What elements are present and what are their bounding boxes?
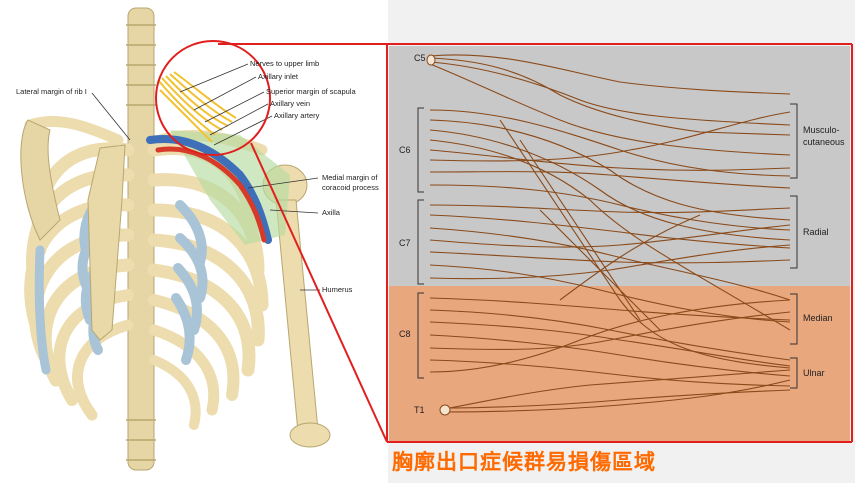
root-label-c8: C8 [399, 329, 411, 339]
root-label-t1: T1 [414, 405, 425, 415]
leader-lines [91, 63, 320, 291]
label-axilla: Axilla [322, 208, 340, 217]
vessels [146, 135, 272, 244]
nerve-label-musculocutaneous-2: cutaneous [803, 137, 845, 147]
root-brackets [417, 103, 798, 389]
nerve-label-ulnar: Ulnar [803, 368, 825, 378]
nerve-fibers [429, 54, 791, 413]
brachial-plexus-diagram [389, 46, 850, 441]
label-medial-margin-line2: coracoid process [322, 183, 379, 192]
label-axillary-vein: Axillary vein [270, 99, 311, 108]
label-lateral-margin-rib: Lateral margin of rib I [16, 87, 87, 96]
nerve-label-median: Median [803, 313, 833, 323]
thorax-illustration [20, 7, 331, 471]
nerve-label-musculocutaneous-1: Musculo- [803, 125, 840, 135]
lower-trunk-highlight [389, 286, 850, 441]
left-shoulder-scapula [20, 119, 61, 241]
label-superior-margin-scapula: Superior margin of scapula [266, 87, 356, 96]
nerve-label-radial: Radial [803, 227, 829, 237]
label-axillary-inlet: Axillary inlet [258, 72, 299, 81]
label-medial-margin-line1: Medial margin of [322, 173, 378, 182]
root-stubs [426, 54, 451, 416]
caption-thoracic-outlet: 胸廓出口症候群易損傷區域 [392, 450, 656, 474]
root-label-c6: C6 [399, 145, 411, 155]
root-label-c5: C5 [414, 53, 426, 63]
label-nerves-upper-limb: Nerves to upper limb [250, 59, 320, 68]
nerve-bundle [157, 71, 237, 143]
root-label-c7: C7 [399, 238, 411, 248]
label-axillary-artery: Axillary artery [274, 111, 320, 120]
label-humerus: Humerus [322, 285, 353, 294]
sternum [87, 144, 126, 341]
callout-highlight [155, 40, 853, 443]
